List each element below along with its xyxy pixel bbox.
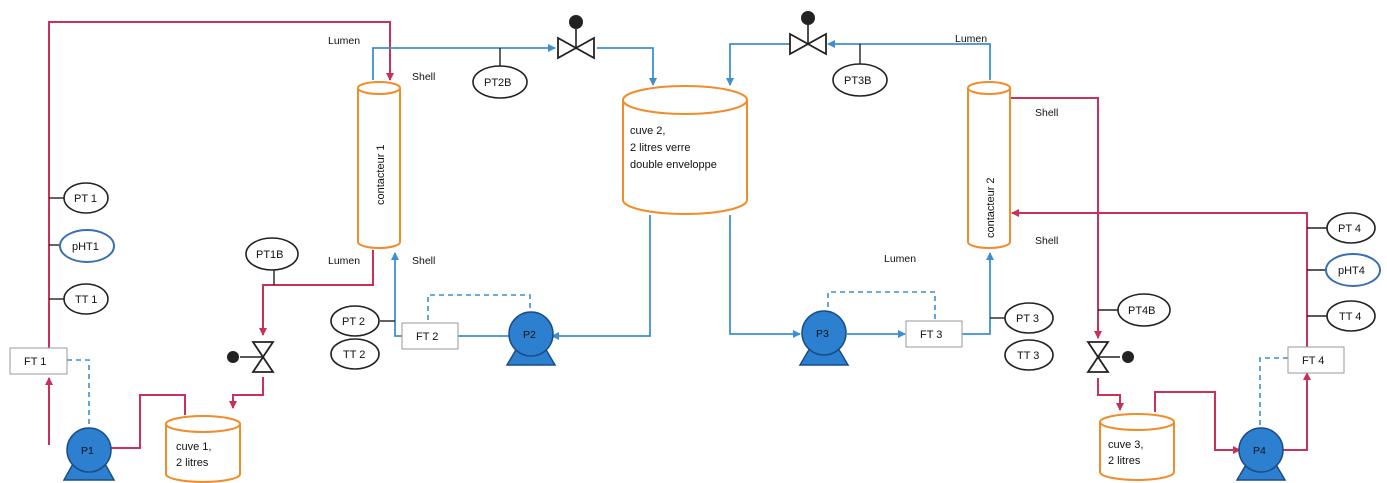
- svg-text:TT 4: TT 4: [1339, 311, 1361, 323]
- svg-text:TT 3: TT 3: [1017, 350, 1039, 362]
- svg-text:2 litres verre: 2 litres verre: [630, 142, 691, 154]
- ft2: FT 2: [401, 322, 459, 350]
- svg-text:cuve 2,: cuve 2,: [630, 125, 665, 137]
- contactor-2-label: contacteur 2: [985, 177, 997, 238]
- pt1b: PT1B: [245, 237, 299, 271]
- label-lumen-top-right: Lumen: [955, 33, 987, 45]
- pt1: PT 1: [63, 182, 109, 214]
- ft4: FT 4: [1287, 346, 1345, 374]
- signal-lines: [67, 291, 1288, 430]
- contactor-1: contacteur 1: [357, 81, 401, 249]
- svg-text:double enveloppe: double enveloppe: [630, 159, 717, 171]
- cuve-3: cuve 3, 2 litres: [1099, 413, 1175, 481]
- pt2b: PT2B: [472, 65, 528, 99]
- label-shell-bottom-left: Shell: [412, 255, 435, 267]
- pht1: pHT1: [59, 229, 115, 263]
- ft1: FT 1: [9, 347, 68, 375]
- valve-top-left[interactable]: [557, 15, 595, 60]
- svg-text:P1: P1: [81, 445, 94, 457]
- right-red-circuit: [1010, 97, 1311, 454]
- label-shell-top-right: Shell: [1035, 107, 1058, 119]
- svg-text:cuve 3,: cuve 3,: [1108, 439, 1143, 451]
- pt2: PT 2: [330, 305, 380, 337]
- svg-text:PT4B: PT4B: [1128, 305, 1156, 317]
- pt4: PT 4: [1326, 212, 1376, 244]
- cuve-1: cuve 1, 2 litres: [165, 415, 241, 483]
- pt4b: PT4B: [1117, 293, 1171, 327]
- pump-p3[interactable]: P3: [798, 310, 850, 366]
- svg-text:2 litres: 2 litres: [1108, 455, 1141, 467]
- svg-text:FT 4: FT 4: [1302, 355, 1324, 367]
- pht4: pHT4: [1325, 253, 1381, 287]
- svg-text:pHT1: pHT1: [72, 241, 99, 253]
- svg-text:P2: P2: [523, 329, 536, 341]
- label-lumen-mid-right: Lumen: [884, 253, 916, 265]
- svg-text:cuve 1,: cuve 1,: [176, 441, 211, 453]
- svg-text:TT 2: TT 2: [343, 349, 365, 361]
- label-lumen-top-left: Lumen: [328, 35, 360, 47]
- label-shell-top-left: Shell: [412, 71, 435, 83]
- svg-text:FT 1: FT 1: [24, 356, 46, 368]
- ft3: FT 3: [905, 320, 963, 348]
- svg-text:pHT4: pHT4: [1338, 265, 1365, 277]
- pump-p2[interactable]: P2: [505, 311, 557, 366]
- svg-text:FT 3: FT 3: [920, 329, 942, 341]
- svg-text:PT 1: PT 1: [74, 193, 97, 205]
- pt3b: PT3B: [832, 63, 888, 97]
- contactor-2: contacteur 2: [967, 81, 1011, 249]
- svg-text:PT1B: PT1B: [256, 249, 284, 261]
- pt3: PT 3: [1004, 302, 1054, 334]
- tt4: TT 4: [1326, 300, 1376, 332]
- valve-left-bottom[interactable]: [227, 341, 275, 373]
- svg-text:P4: P4: [1253, 445, 1266, 457]
- svg-text:TT 1: TT 1: [75, 294, 97, 306]
- pump-p4[interactable]: P4: [1235, 427, 1287, 481]
- tt2: TT 2: [330, 338, 380, 370]
- svg-text:PT2B: PT2B: [484, 77, 512, 89]
- tt1: TT 1: [63, 283, 109, 315]
- pump-p1[interactable]: P1: [62, 427, 116, 481]
- left-red-circuit: [45, 21, 394, 452]
- svg-text:2 litres: 2 litres: [176, 457, 209, 469]
- svg-text:P3: P3: [816, 328, 829, 340]
- valve-top-right[interactable]: [789, 11, 827, 56]
- label-shell-bottom-right: Shell: [1035, 235, 1058, 247]
- valve-right-bottom[interactable]: [1086, 341, 1134, 373]
- svg-text:PT 2: PT 2: [342, 316, 365, 328]
- label-lumen-bottom-left: Lumen: [328, 255, 360, 267]
- tt3: TT 3: [1004, 339, 1054, 371]
- svg-text:FT 2: FT 2: [416, 331, 438, 343]
- instrument-taps: [49, 44, 1327, 322]
- svg-text:PT 4: PT 4: [1338, 223, 1361, 235]
- contactor-1-label: contacteur 1: [375, 144, 387, 205]
- cuve-2: cuve 2, 2 litres verre double enveloppe: [622, 85, 748, 215]
- svg-text:PT3B: PT3B: [844, 75, 872, 87]
- svg-text:PT 3: PT 3: [1016, 313, 1039, 325]
- blue-circuit: [372, 40, 994, 340]
